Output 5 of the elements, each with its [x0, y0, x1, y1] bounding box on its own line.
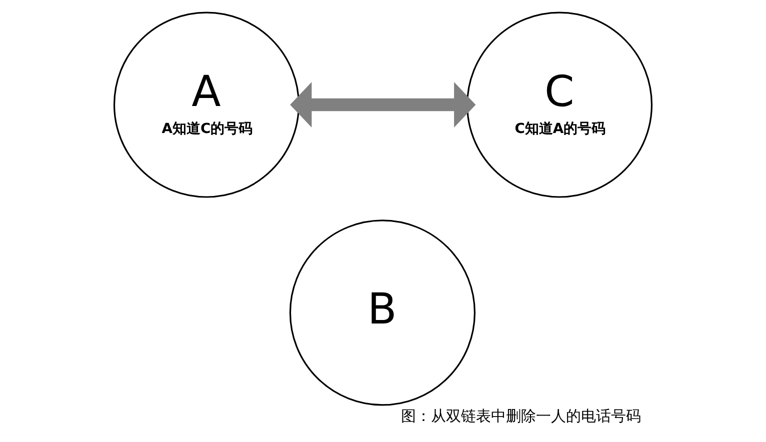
caption: 图：从双链表中删除一人的电话号码: [401, 407, 642, 426]
arrow: [290, 82, 476, 128]
node-circle: C C知道A的号码: [466, 12, 653, 198]
node-circle: A A知道C的号码: [113, 12, 300, 198]
node-circle: B: [289, 220, 476, 406]
